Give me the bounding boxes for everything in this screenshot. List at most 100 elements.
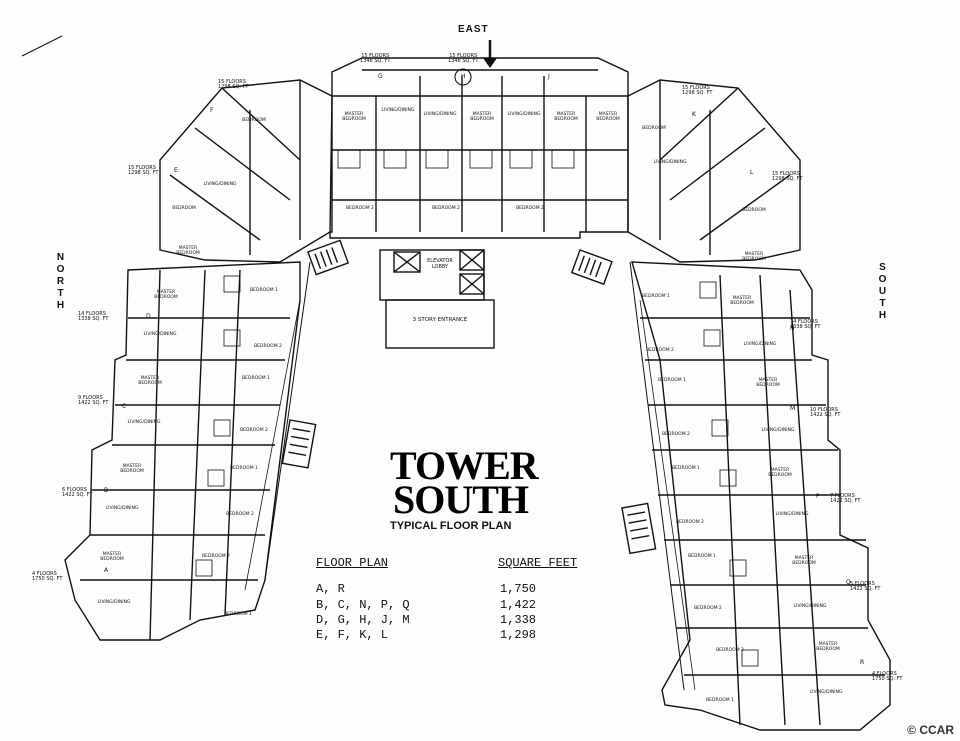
room-label: MASTER BEDROOM (742, 252, 766, 262)
unit-letter-a: A (104, 567, 109, 574)
watermark: © CCAR (907, 723, 954, 737)
room-label: MASTER BEDROOM (100, 552, 124, 562)
callout-e: 15 FLOORS 1298 SQ. FT (128, 165, 159, 176)
room-label: LIVING/DINING (203, 182, 237, 187)
room-label: BEDROOM 2 (516, 206, 544, 211)
room-label: BEDROOM 2 (646, 348, 674, 353)
entrance-vestibule (385, 299, 495, 349)
stairs-north (307, 239, 350, 276)
room-label: BEDROOM 1 (224, 612, 252, 617)
room-label: BEDROOM (172, 206, 196, 211)
table-row-sqft: 1,338 (500, 613, 537, 627)
stairs-mid-south (621, 502, 657, 555)
table-row-sqft: 1,422 (500, 598, 537, 612)
title-subtitle: TYPICAL FLOOR PLAN (390, 520, 512, 532)
room-label: BEDROOM 2 (432, 206, 460, 211)
room-label: BEDROOM (742, 208, 766, 213)
south-wing-outline (631, 261, 891, 731)
room-label: BEDROOM 1 (230, 466, 258, 471)
room-label: LIVING/DINING (793, 604, 827, 609)
elevator-lobby-label: ELEVATOR LOBBY (427, 258, 453, 270)
room-label: BEDROOM 1 (658, 378, 686, 383)
table-row-plan: E, F, K, L (316, 628, 389, 642)
table-row-sqft: 1,298 (500, 628, 537, 642)
room-label: BEDROOM 1 (672, 466, 700, 471)
callout-f: 15 FLOORS 1298 SQ. FT (218, 79, 249, 90)
callout-a: 4 FLOORS 1750 SQ. FT (32, 571, 63, 582)
callout-n: 10 FLOORS 1422 SQ. FT (810, 407, 841, 418)
room-label: BEDROOM 2 (226, 512, 254, 517)
room-label: BEDROOM 2 (240, 428, 268, 433)
title-line-2: SOUTH (393, 477, 529, 522)
unit-letter-l: L (750, 169, 754, 176)
stairs-mid-north (281, 419, 317, 469)
east-wing-outline (329, 57, 629, 239)
room-label: MASTER BEDROOM (176, 246, 200, 256)
room-label: LIVING/DINING (105, 506, 139, 511)
room-label: MASTER BEDROOM (138, 376, 162, 386)
room-label: LIVING/DINING (423, 112, 457, 117)
callout-r: 4 FLOORS 1750 SQ. FT (872, 671, 903, 682)
room-label: BEDROOM 1 (706, 698, 734, 703)
room-label: MASTER BEDROOM (768, 468, 792, 478)
table-row-sqft: 1,750 (500, 582, 537, 596)
room-label: MASTER BEDROOM (816, 642, 840, 652)
unit-letter-b: B (104, 487, 109, 494)
title-line-1: TOWER (390, 443, 539, 488)
room-label: LIVING/DINING (809, 690, 843, 695)
room-label: MASTER BEDROOM (756, 378, 780, 388)
unit-letter-h: H (461, 73, 466, 80)
room-label: BEDROOM 2 (202, 554, 230, 559)
room-label: MASTER BEDROOM (154, 290, 178, 300)
south-east-wing-outline (627, 79, 801, 263)
unit-letter-d: D (146, 313, 151, 320)
unit-letter-e: E (174, 167, 178, 174)
north-wing-outline (64, 261, 301, 641)
room-label: MASTER BEDROOM (596, 112, 620, 122)
north-east-wing-outline (159, 79, 333, 263)
room-label: BEDROOM 2 (662, 432, 690, 437)
room-label: BEDROOM 2 (254, 344, 282, 349)
callout-h: 15 FLOORS 1346 SQ. FT (448, 53, 479, 64)
room-label: BEDROOM 2 (716, 648, 744, 653)
room-label: LIVING/DINING (127, 420, 161, 425)
room-label: LIVING/DINING (143, 332, 177, 337)
room-label: BEDROOM 1 (250, 288, 278, 293)
unit-letter-j: J (548, 73, 550, 80)
table-row-plan: B, C, N, P, Q (316, 598, 410, 612)
unit-letter-f: F (210, 107, 214, 114)
room-label: LIVING/DINING (507, 112, 541, 117)
room-label: BEDROOM 1 (642, 294, 670, 299)
unit-letter-r: R (860, 659, 865, 666)
room-label: BEDROOM (242, 118, 266, 123)
room-label: LIVING/DINING (743, 342, 777, 347)
unit-letter-m: M (790, 405, 796, 412)
compass-east: EAST (458, 24, 489, 35)
stairs-south (570, 249, 613, 286)
room-label: MASTER BEDROOM (120, 464, 144, 474)
unit-letter-q: Q (846, 579, 851, 586)
table-header-floor-plan: FLOOR PLAN (316, 556, 389, 570)
compass-north: NORTH (56, 252, 66, 311)
room-label: MASTER BEDROOM (730, 296, 754, 306)
callout-l: 15 FLOORS 1298 SQ. FT (772, 171, 803, 182)
room-label: LIVING/DINING (97, 600, 131, 605)
room-label: MASTER BEDROOM (792, 556, 816, 566)
room-label: LIVING/DINING (775, 512, 809, 517)
room-label: BEDROOM 2 (346, 206, 374, 211)
room-label: MASTER BEDROOM (342, 112, 366, 122)
room-label: BEDROOM 1 (688, 554, 716, 559)
table-row-plan: D, G, H, J, M (316, 613, 410, 627)
unit-h-marker (454, 68, 472, 86)
table-header-square-feet: SQUARE FEET (498, 556, 578, 570)
callout-d: 14 FLOORS 1338 SQ. FT (78, 311, 109, 322)
unit-letter-g: G (378, 73, 383, 80)
callout-p: 7 FLOORS 1422 SQ. FT (830, 493, 861, 504)
callout-m: 14 FLOORS 1338 SQ. FT (790, 319, 821, 330)
unit-letter-k: K (692, 111, 696, 118)
unit-letter-p: P (816, 493, 820, 500)
unit-letter-c: C (122, 403, 127, 410)
room-label: BEDROOM 2 (694, 606, 722, 611)
